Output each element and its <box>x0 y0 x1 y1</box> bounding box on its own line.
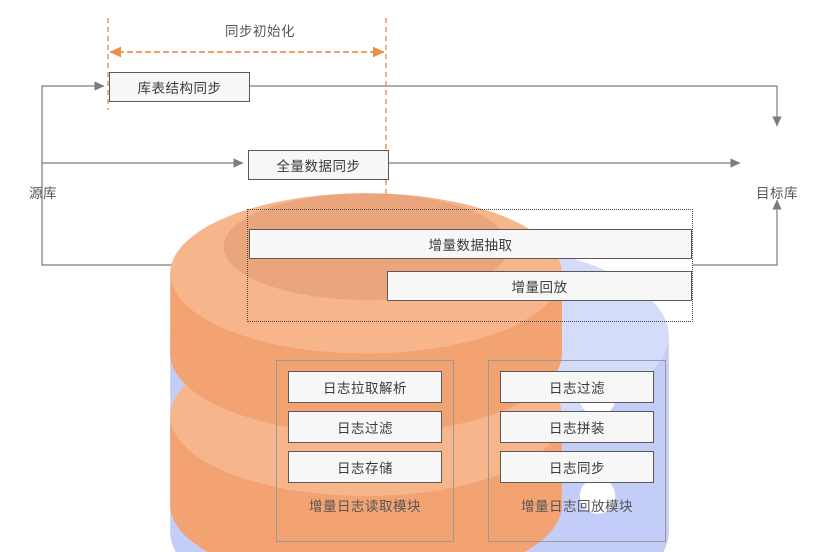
module-item-log-filter-right-label: 日志过滤 <box>549 381 605 396</box>
module-item-log-storage-label: 日志存储 <box>337 461 393 476</box>
source-db-label: 源库 <box>29 186 57 201</box>
incr-log-replay-module <box>488 360 666 542</box>
target-connectors <box>250 85 782 266</box>
stage-incr-extract[interactable]: 增量数据抽取 <box>249 229 692 259</box>
module-item-log-filter-right[interactable]: 日志过滤 <box>500 371 654 403</box>
stage-full-sync[interactable]: 全量数据同步 <box>248 150 389 180</box>
module-item-log-storage[interactable]: 日志存储 <box>288 451 442 483</box>
stage-incr-extract-label: 增量数据抽取 <box>428 238 513 253</box>
diagram-title: 同步初始化 <box>225 24 295 39</box>
module-item-log-filter-left[interactable]: 日志过滤 <box>288 411 442 443</box>
module-item-log-assemble-label: 日志拼装 <box>549 421 605 436</box>
stage-incr-replay[interactable]: 增量回放 <box>387 271 692 301</box>
module-item-log-sync[interactable]: 日志同步 <box>500 451 654 483</box>
stage-full-sync-label: 全量数据同步 <box>276 159 361 174</box>
target-db-label: 目标库 <box>756 186 798 201</box>
incr-log-replay-module-caption: 增量日志回放模块 <box>521 499 633 514</box>
module-item-log-filter-left-label: 日志过滤 <box>337 421 393 436</box>
module-item-log-sync-label: 日志同步 <box>549 461 605 476</box>
stage-incr-replay-label: 增量回放 <box>511 280 568 295</box>
module-item-log-assemble[interactable]: 日志拼装 <box>500 411 654 443</box>
module-item-log-pull-parse[interactable]: 日志拉取解析 <box>288 371 442 403</box>
stage-schema-sync-label: 库表结构同步 <box>137 81 222 96</box>
incr-log-read-module-caption: 增量日志读取模块 <box>309 499 421 514</box>
module-item-log-pull-parse-label: 日志拉取解析 <box>323 381 407 396</box>
incremental-region <box>247 209 693 322</box>
incr-log-read-module <box>276 360 454 542</box>
sync-init-guides <box>107 18 387 209</box>
stage-schema-sync[interactable]: 库表结构同步 <box>109 72 250 102</box>
